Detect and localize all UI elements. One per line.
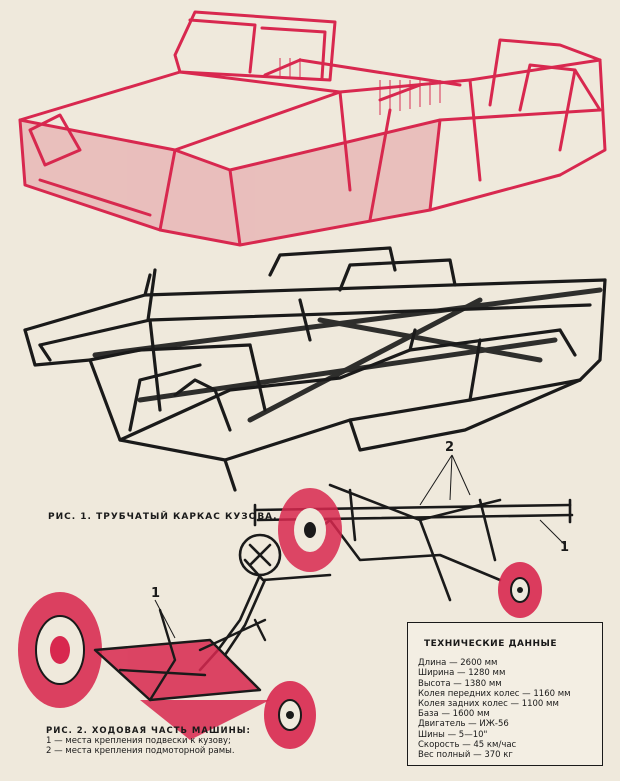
technical-data-title: ТЕХНИЧЕСКИЕ ДАННЫЕ <box>424 639 558 649</box>
figure1-caption: РИС. 1. ТРУБЧАТЫЙ КАРКАС КУЗОВА. <box>48 512 278 522</box>
car-body-illustration <box>18 10 607 247</box>
spec-row: База — 1600 мм <box>418 709 490 720</box>
figure2-caption-head: РИС. 2. ХОДОВАЯ ЧАСТЬ МАШИНЫ: <box>46 726 251 736</box>
spec-row: Вес полный — 370 кг <box>418 750 513 761</box>
spec-row: Высота — 1380 мм <box>418 678 502 689</box>
tubular-frame-illustration <box>23 246 607 492</box>
spec-row: Длина — 2600 мм <box>418 658 498 669</box>
callout-1-rear: 1 <box>560 540 570 555</box>
spec-row: Скорость — 45 км/час <box>418 739 517 750</box>
spec-row: Колея передних колес — 1160 мм <box>418 688 571 699</box>
figure2-caption-item-2: 2 — места крепления подмоторной рамы. <box>46 746 235 756</box>
figure2-caption-item-1: 1 — места крепления подвески к кузову; <box>46 736 231 746</box>
spec-row: Ширина — 1280 мм <box>418 668 506 679</box>
callout-1-front: 1 <box>151 586 161 601</box>
spec-row: Двигатель — ИЖ-56 <box>418 719 509 730</box>
callout-2: 2 <box>445 440 455 455</box>
spec-row: Колея задних колес — 1100 мм <box>418 699 559 710</box>
technical-data-box: ТЕХНИЧЕСКИЕ ДАННЫЕ Длина — 2600 мм Ширин… <box>407 622 603 766</box>
figure2-caption: РИС. 2. ХОДОВАЯ ЧАСТЬ МАШИНЫ: 1 — места … <box>46 726 256 756</box>
spec-row: Шины — 5—10" <box>418 729 488 740</box>
